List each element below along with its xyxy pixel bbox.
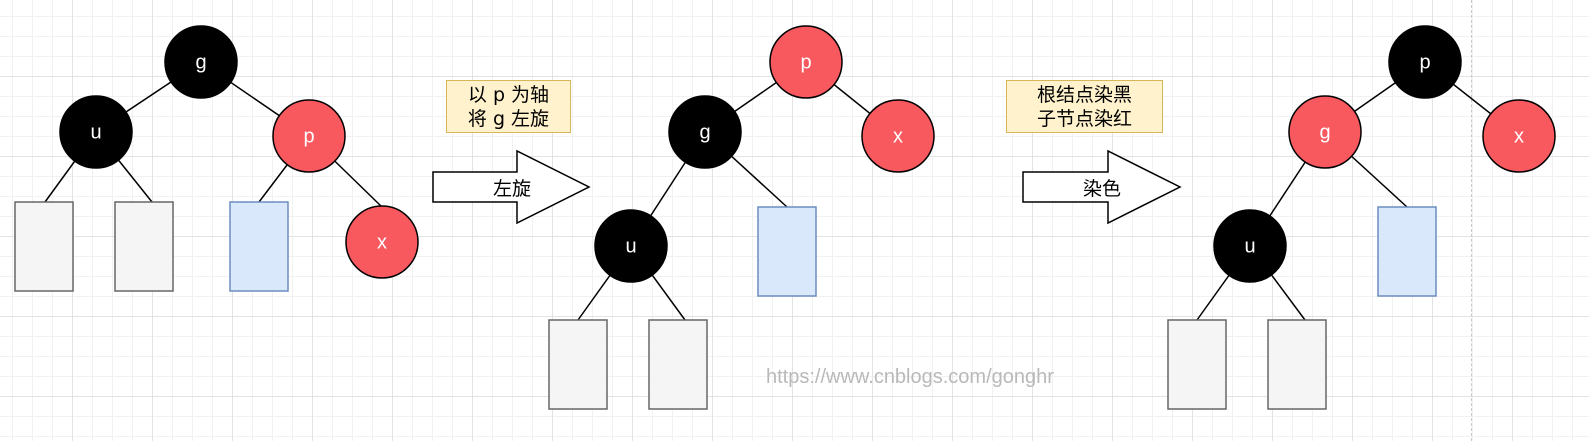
subtree-leaf xyxy=(229,201,289,292)
nil-leaf xyxy=(1267,319,1327,410)
svg-text:g: g xyxy=(1319,121,1330,143)
node-u: u xyxy=(1213,209,1287,283)
rotation-note: 以 p 为轴 将 g 左旋 xyxy=(446,80,571,133)
rotation-note-line-1: 以 p 为轴 xyxy=(467,83,550,106)
subtree-leaf xyxy=(1377,206,1437,297)
node-g: g xyxy=(1288,95,1362,169)
tree-after-rotation: p g x u xyxy=(548,25,935,410)
node-x: x xyxy=(1482,99,1556,173)
node-p: p xyxy=(769,25,843,99)
svg-text:p: p xyxy=(1419,51,1430,73)
svg-text:u: u xyxy=(1244,235,1255,257)
svg-text:p: p xyxy=(800,51,811,73)
svg-text:p: p xyxy=(303,125,314,147)
node-g: g xyxy=(668,95,742,169)
svg-text:g: g xyxy=(699,121,710,143)
node-u: u xyxy=(594,209,668,283)
page-boundary-dashed-line xyxy=(1471,0,1472,441)
node-p: p xyxy=(272,99,346,173)
svg-text:x: x xyxy=(1514,125,1524,147)
recolor-note-line-1: 根结点染黑 xyxy=(1036,83,1132,106)
recolor-note: 根结点染黑 子节点染红 xyxy=(1006,80,1163,133)
nil-leaf xyxy=(648,319,708,410)
svg-text:x: x xyxy=(893,125,903,147)
recolor-arrow xyxy=(1022,149,1182,225)
subtree-leaf xyxy=(757,206,817,297)
watermark-url: https://www.cnblogs.com/gonghr xyxy=(766,366,1054,388)
node-p: p xyxy=(1388,25,1462,99)
tree-before-rotation: g u p x xyxy=(14,25,419,292)
rotate-arrow-label: 左旋 xyxy=(492,178,531,200)
node-x: x xyxy=(861,99,935,173)
rotate-arrow xyxy=(432,149,591,225)
svg-text:u: u xyxy=(90,121,101,143)
nil-leaf xyxy=(114,201,174,292)
nil-leaf xyxy=(1167,319,1227,410)
recolor-arrow-label: 染色 xyxy=(1082,178,1121,200)
nil-leaf xyxy=(14,201,74,292)
svg-text:g: g xyxy=(195,51,206,73)
nil-leaf xyxy=(548,319,608,410)
svg-text:x: x xyxy=(377,231,387,253)
recolor-note-line-2: 子节点染红 xyxy=(1036,107,1132,130)
node-g: g xyxy=(164,25,238,99)
node-x: x xyxy=(345,205,419,279)
svg-text:u: u xyxy=(625,235,636,257)
rotation-note-line-2: 将 g 左旋 xyxy=(467,107,550,130)
tree-after-recolor: p g x u xyxy=(1167,25,1556,410)
node-u: u xyxy=(59,95,133,169)
